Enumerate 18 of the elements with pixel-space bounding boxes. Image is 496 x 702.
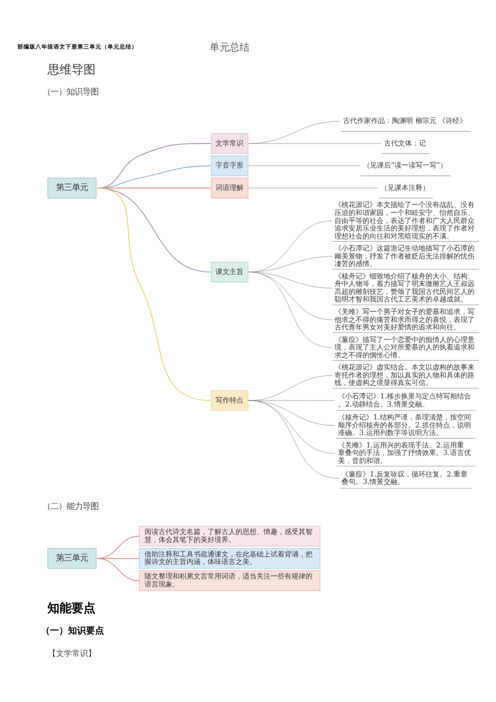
connector	[96, 188, 212, 272]
label: （一）知识要点	[41, 626, 104, 636]
label: 思维导图	[48, 62, 96, 76]
node-box: 第三单元	[48, 548, 96, 569]
connector	[96, 558, 140, 582]
connector	[248, 400, 340, 479]
connector	[248, 272, 332, 288]
label: 知能要点	[48, 601, 96, 616]
connector	[248, 143, 382, 144]
label: （二）能力导图	[42, 501, 99, 512]
connector	[96, 165, 212, 188]
label: （一）知识导图	[42, 86, 99, 96]
label: 单元总结	[209, 42, 250, 54]
connector	[96, 188, 212, 401]
connector	[248, 272, 332, 348]
node-box: 第三单元	[48, 178, 96, 198]
connector	[248, 272, 332, 320]
connector	[96, 143, 212, 188]
